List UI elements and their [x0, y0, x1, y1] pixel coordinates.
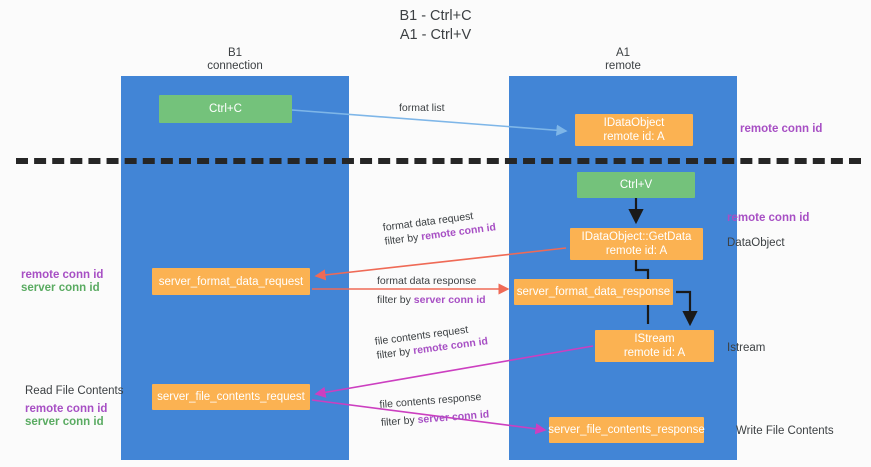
- column-header-a1-role: remote: [605, 60, 641, 72]
- edge-label-format-data-response-text: format data response: [377, 275, 477, 287]
- node-server-file-contents-request-label: server_file_contents_request: [157, 391, 305, 403]
- label-dataobject: DataObject: [727, 237, 785, 249]
- node-idataobject-getdata[interactable]: IDataObject::GetData remote id: A: [570, 228, 703, 260]
- edge-label-file-contents-response-filter: filter by server conn id: [380, 407, 489, 429]
- phase-divider: [16, 158, 861, 164]
- column-header-a1: A1 remote: [509, 47, 737, 73]
- node-ctrl-c[interactable]: Ctrl+C: [159, 95, 292, 123]
- edge-label-file-contents-request: file contents request filter by remote c…: [374, 320, 489, 362]
- label-istream: Istream: [727, 342, 766, 354]
- label-write-file-contents: Write File Contents: [736, 425, 834, 437]
- node-ctrl-v-label: Ctrl+V: [619, 179, 653, 191]
- filter-prefix: filter by: [377, 294, 414, 306]
- node-ctrl-c-label: Ctrl+C: [209, 103, 242, 115]
- node-getdata-line1: IDataObject::GetData: [581, 231, 692, 243]
- edge-label-file-contents-response: file contents response filter by server …: [379, 389, 490, 429]
- edge-label-format-list-text: format list: [399, 102, 445, 114]
- filter-prefix: filter by: [383, 231, 422, 248]
- node-server-format-data-response[interactable]: server_format_data_response: [514, 279, 673, 305]
- node-server-format-data-request[interactable]: server_format_data_request: [152, 268, 310, 295]
- label-remote-conn-id-mid: remote conn id: [727, 212, 810, 224]
- node-server-file-contents-response-label: server_file_contents_response: [548, 424, 705, 436]
- node-server-file-contents-request[interactable]: server_file_contents_request: [152, 384, 310, 410]
- filter-prefix: filter by: [375, 345, 414, 362]
- filter-key: server conn id: [413, 294, 486, 306]
- node-idataobject[interactable]: IDataObject remote id: A: [575, 114, 693, 146]
- title-line-1: B1 - Ctrl+C: [399, 8, 472, 24]
- edge-label-format-data-response: format data response filter by server co…: [377, 274, 486, 307]
- column-header-b1-role: connection: [207, 60, 263, 72]
- node-idataobject-line2: remote id: A: [603, 131, 665, 143]
- column-header-b1: B1 connection: [121, 47, 349, 73]
- edge-label-format-data-request: format data request filter by remote con…: [382, 206, 497, 248]
- node-getdata-line2: remote id: A: [605, 245, 668, 257]
- node-idataobject-line1: IDataObject: [603, 117, 665, 129]
- label-left-remote-conn-id: remote conn id: [21, 269, 104, 281]
- label-read-file-contents: Read File Contents: [25, 385, 124, 397]
- node-istream-line2: remote id: A: [623, 347, 686, 359]
- node-server-format-data-request-label: server_format_data_request: [158, 275, 304, 288]
- label-remote-conn-id-top: remote conn id: [740, 123, 823, 135]
- filter-prefix: filter by: [380, 414, 419, 429]
- label-left-remote-conn-id-2: remote conn id: [25, 403, 108, 415]
- column-header-b1-name: B1: [227, 47, 243, 59]
- filter-key: server conn id: [417, 408, 490, 427]
- node-ctrl-v[interactable]: Ctrl+V: [577, 172, 695, 198]
- node-istream-line1: IStream: [634, 333, 675, 345]
- edge-label-format-data-response-filter: filter by server conn id: [377, 293, 486, 307]
- page-title: B1 - Ctrl+C A1 - Ctrl+V: [0, 7, 871, 45]
- edge-label-format-list: format list: [399, 101, 445, 115]
- node-server-file-contents-response[interactable]: server_file_contents_response: [548, 417, 705, 443]
- title-line-2: A1 - Ctrl+V: [399, 27, 472, 43]
- label-left-server-conn-id: server conn id: [21, 282, 100, 294]
- column-header-a1-name: A1: [615, 47, 631, 59]
- node-server-format-data-response-label: server_format_data_response: [516, 286, 671, 298]
- node-istream[interactable]: IStream remote id: A: [595, 330, 714, 362]
- label-left-server-conn-id-2: server conn id: [25, 416, 104, 428]
